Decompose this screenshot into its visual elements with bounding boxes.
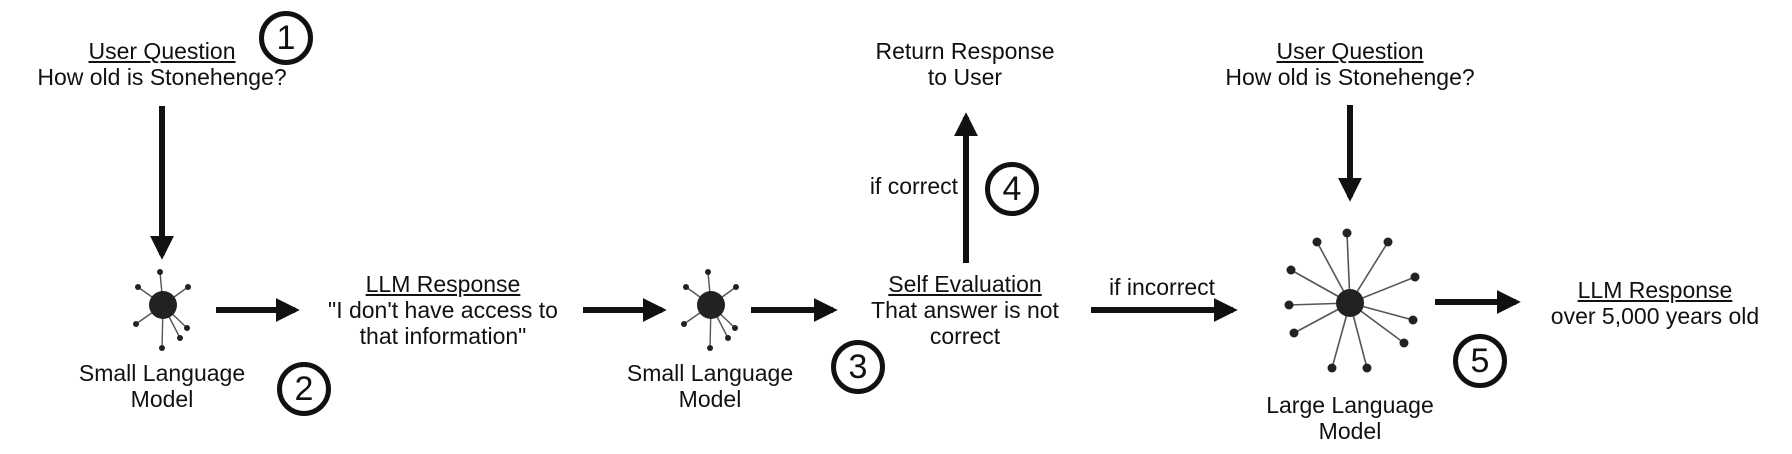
if-incorrect-label: if incorrect: [1108, 274, 1216, 300]
large-model-label-line2: Model: [1318, 418, 1382, 444]
user-question-text: How old is Stonehenge?: [37, 64, 287, 90]
large-model-label: Large Language Model: [1230, 392, 1470, 444]
user-question-text: How old is Stonehenge?: [1225, 64, 1475, 90]
return-response-line1: Return Response: [875, 38, 1055, 64]
if-correct-label: if correct: [869, 173, 958, 199]
step-1-badge: 1: [259, 11, 313, 65]
llm-response-label: LLM Response "I don't have access to tha…: [300, 271, 586, 349]
small-model-label: Small Language Model: [42, 360, 282, 412]
return-response-line2: to User: [927, 64, 1003, 90]
self-evaluation-line2: correct: [929, 323, 1001, 349]
llm-response-label: LLM Response over 5,000 years old: [1530, 277, 1780, 329]
step-4-badge: 4: [985, 162, 1039, 216]
step-3-badge: 3: [831, 340, 885, 394]
small-model-label: Small Language Model: [590, 360, 830, 412]
llm-response-heading: LLM Response: [365, 271, 521, 297]
large-model-icon: [1284, 228, 1420, 373]
llm-response-line2: that information": [359, 323, 527, 349]
llm-response-line1: "I don't have access to: [328, 297, 558, 323]
small-model-icon: [681, 269, 739, 351]
small-model-label-line2: Model: [130, 386, 194, 412]
user-question-label: User Question How old is Stonehenge?: [1190, 38, 1510, 90]
step-5-badge: 5: [1453, 334, 1507, 388]
self-evaluation-heading: Self Evaluation: [888, 271, 1042, 297]
user-question-label: User Question How old is Stonehenge?: [0, 38, 324, 90]
user-question-heading: User Question: [88, 38, 236, 64]
user-question-heading: User Question: [1276, 38, 1424, 64]
step-2-badge: 2: [277, 362, 331, 416]
return-response-label: Return Response to User: [845, 38, 1085, 90]
self-evaluation-label: Self Evaluation That answer is not corre…: [845, 271, 1085, 349]
llm-response-text: over 5,000 years old: [1550, 303, 1760, 329]
llm-response-heading: LLM Response: [1577, 277, 1733, 303]
large-model-label-line1: Large Language: [1266, 392, 1434, 418]
small-model-icon: [133, 269, 191, 351]
small-model-label-line2: Model: [678, 386, 742, 412]
small-model-label-line1: Small Language: [626, 360, 794, 386]
small-model-label-line1: Small Language: [78, 360, 246, 386]
self-evaluation-line1: That answer is not: [871, 297, 1059, 323]
